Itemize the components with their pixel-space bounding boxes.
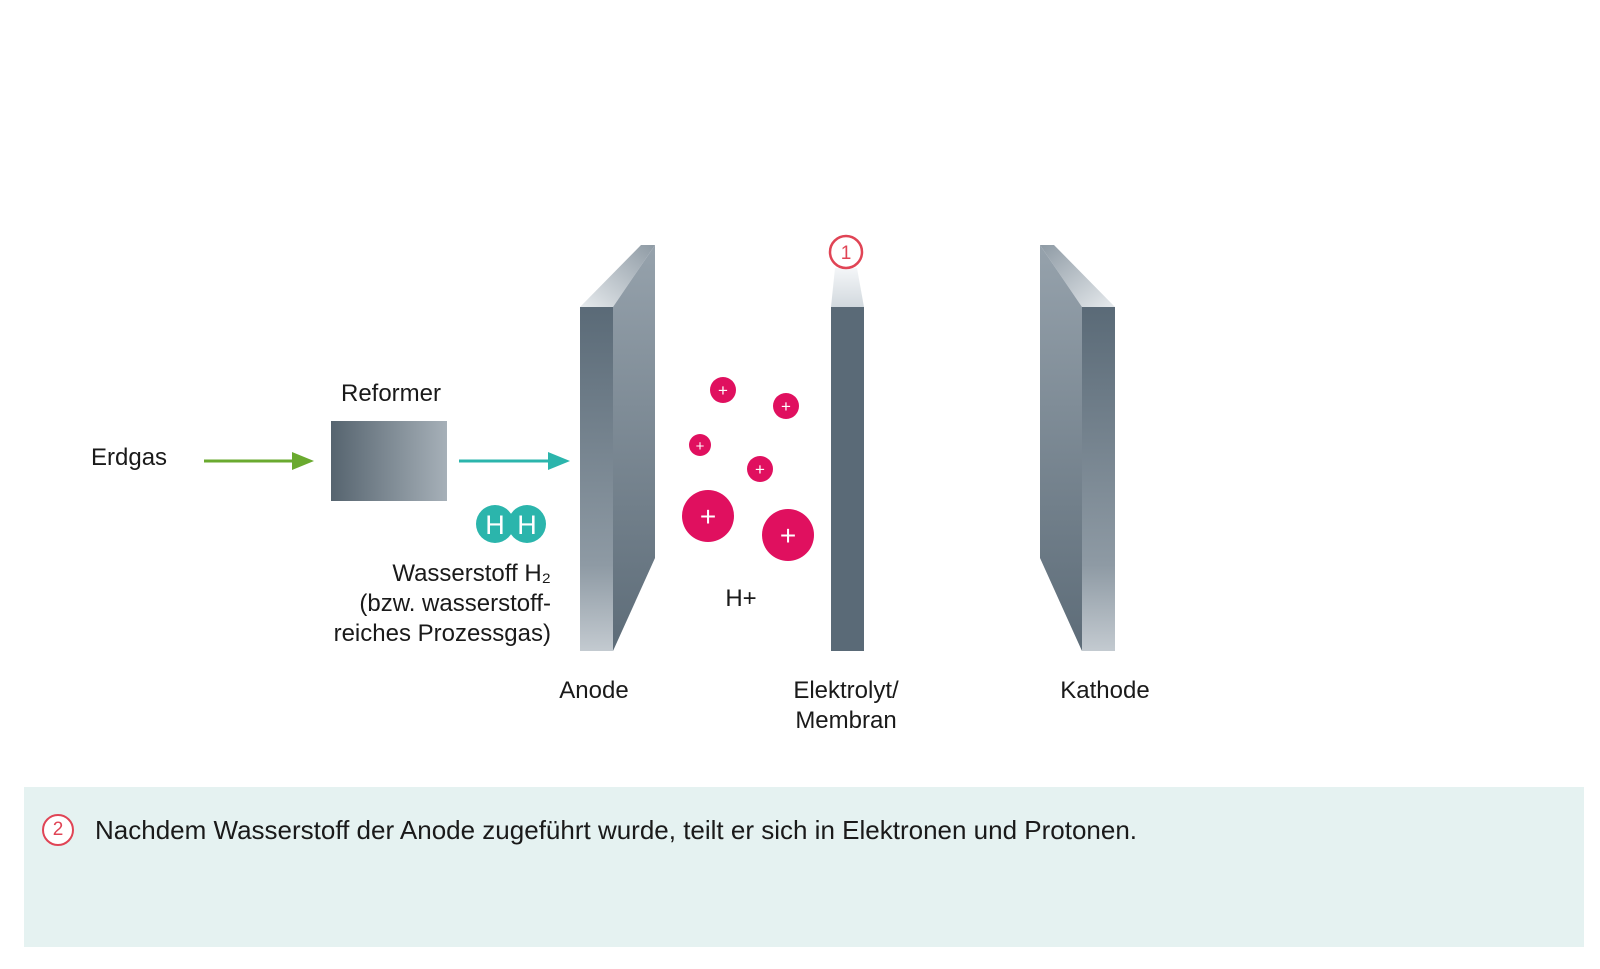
hydrogen-atom-2-label: H xyxy=(517,510,537,540)
proton: + xyxy=(689,434,711,456)
hydrogen-label-line-1: Wasserstoff H₂ xyxy=(392,560,551,587)
hydrogen-atom-1 xyxy=(476,505,514,543)
cathode-plate xyxy=(1040,245,1115,651)
anode-top-face xyxy=(580,245,655,307)
proton: + xyxy=(773,393,799,419)
membrane-plate xyxy=(831,268,864,651)
reformer-box xyxy=(331,421,447,501)
erdgas-arrow xyxy=(204,452,314,470)
hydrogen-label-line-2: (bzw. wasserstoff- xyxy=(359,590,551,617)
svg-text:+: + xyxy=(781,397,791,416)
membrane-body xyxy=(831,307,864,651)
cathode-top-face xyxy=(1040,245,1115,307)
proton-label: H+ xyxy=(725,585,757,612)
hydrogen-atom-2 xyxy=(508,505,546,543)
proton: + xyxy=(710,377,736,403)
step-badge: 2 xyxy=(42,814,74,846)
membrane-label-line-1: Elektrolyt/ xyxy=(793,677,899,704)
svg-text:+: + xyxy=(696,438,705,455)
svg-text:+: + xyxy=(780,520,796,551)
info-box: 2 Nachdem Wasserstoff der Anode zugeführ… xyxy=(24,787,1584,947)
cathode-label: Kathode xyxy=(1060,677,1150,704)
reformer-label: Reformer xyxy=(340,380,442,407)
proton: + xyxy=(747,456,773,482)
protons: + + + + + + xyxy=(682,377,814,561)
proton: + xyxy=(762,509,814,561)
proton: + xyxy=(682,490,734,542)
membrane-marker: 1 xyxy=(828,234,864,270)
anode-label: Anode xyxy=(559,677,629,704)
cathode-side-face xyxy=(1040,245,1082,651)
svg-text:+: + xyxy=(700,501,716,532)
svg-text:+: + xyxy=(718,381,728,400)
membrane-top xyxy=(831,268,864,307)
hydrogen-label: Wasserstoff H₂ (bzw. wasserstoff- reiche… xyxy=(300,559,551,649)
step-description: Nachdem Wasserstoff der Anode zugeführt … xyxy=(95,815,1138,845)
hydrogen-label-line-3: reiches Prozessgas) xyxy=(333,620,551,647)
erdgas-label: Erdgas xyxy=(91,444,168,471)
svg-text:+: + xyxy=(755,460,765,479)
membrane-label-line-2: Membran xyxy=(795,707,897,734)
hydrogen-arrow xyxy=(459,452,570,470)
membrane-label: Elektrolyt/ Membran xyxy=(776,676,916,736)
anode-side-face xyxy=(613,245,655,651)
cathode-front-face xyxy=(1082,307,1115,651)
hydrogen-atom-1-label: H xyxy=(485,510,505,540)
anode-front-face xyxy=(580,307,613,651)
hydrogen-molecule: H H xyxy=(476,505,546,543)
membrane-marker-number: 1 xyxy=(841,243,852,264)
anode-plate xyxy=(580,245,655,651)
